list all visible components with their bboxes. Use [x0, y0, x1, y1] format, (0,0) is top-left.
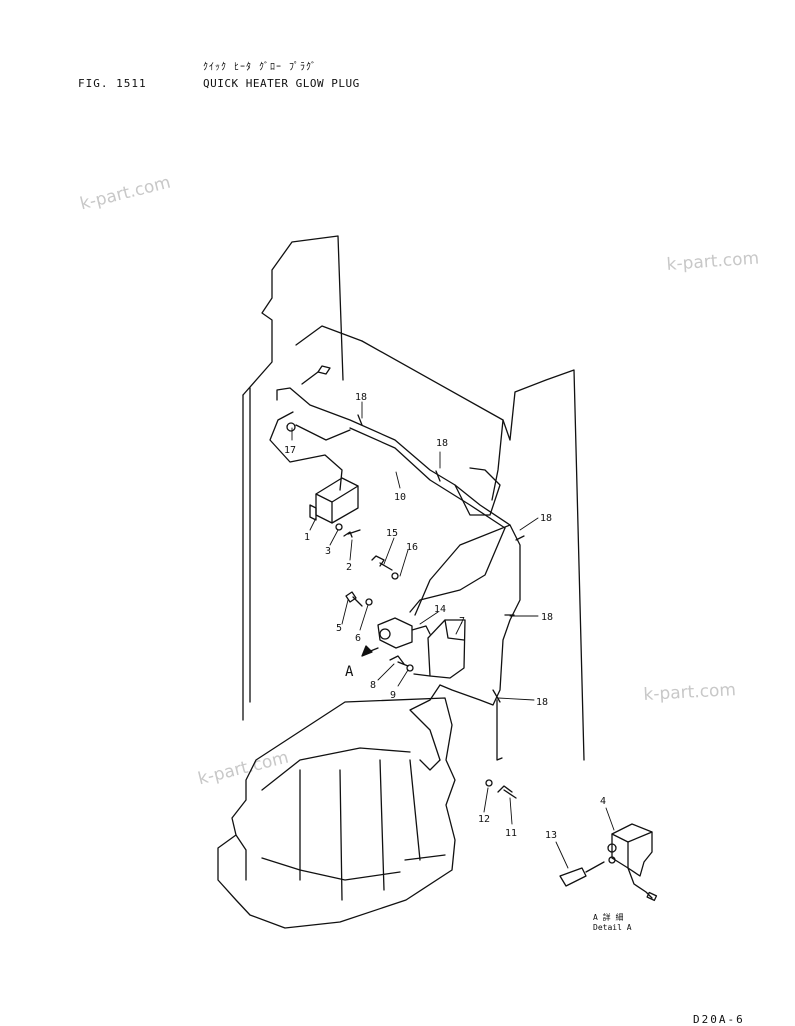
callout-17: 17 [284, 445, 296, 456]
bolts [301, 365, 517, 799]
title-japanese: ｸｲｯｸ ﾋｰﾀ ｸﾞﾛｰ ﾌﾟﾗｸﾞ [203, 62, 318, 73]
callout-11: 11 [505, 828, 517, 839]
callout-3: 3 [325, 546, 331, 557]
callout-10: 10 [394, 492, 406, 503]
detail-caption-en: Detail A [593, 923, 632, 932]
engine-hood-panel [361, 340, 585, 761]
figure-title: QUICK HEATER GLOW PLUG [203, 77, 360, 90]
wiring-harness [269, 387, 521, 761]
callout-labels: 1 2 3 4 5 6 7 8 9 10 11 12 13 14 15 16 1… [284, 392, 632, 932]
callout-2: 2 [346, 562, 352, 573]
callout-18: 18 [541, 612, 553, 623]
callout-14: 14 [434, 604, 446, 615]
callout-13: 13 [545, 830, 557, 841]
view-arrow [361, 645, 373, 657]
callout-7: 7 [459, 616, 465, 627]
callout-15: 15 [386, 528, 398, 539]
callout-18: 18 [536, 697, 548, 708]
drawing-code: D20A-6 [693, 1013, 745, 1026]
callout-8: 8 [370, 680, 376, 691]
figure-number: FIG. 1511 [78, 77, 147, 90]
detail-a-relay [559, 823, 658, 902]
callout-16: 16 [406, 542, 418, 553]
callout-9: 9 [390, 690, 396, 701]
callout-1: 1 [304, 532, 310, 543]
callout-18: 18 [540, 513, 552, 524]
view-marker-label: A [345, 664, 354, 680]
detail-caption-jp: A 詳 細 [593, 912, 623, 922]
heater-relay [377, 617, 431, 649]
leader-lines [291, 401, 615, 869]
callout-5: 5 [336, 623, 342, 634]
mounting-bracket [413, 619, 466, 679]
cab-side-panel [242, 235, 363, 721]
glow-controller [309, 477, 359, 524]
washers [286, 422, 493, 787]
callout-4: 4 [600, 796, 606, 807]
harness-clamps [357, 414, 525, 703]
callout-18: 18 [355, 392, 367, 403]
engine-block [217, 697, 456, 929]
callout-12: 12 [478, 814, 490, 825]
callout-6: 6 [355, 633, 361, 644]
callout-18: 18 [436, 438, 448, 449]
